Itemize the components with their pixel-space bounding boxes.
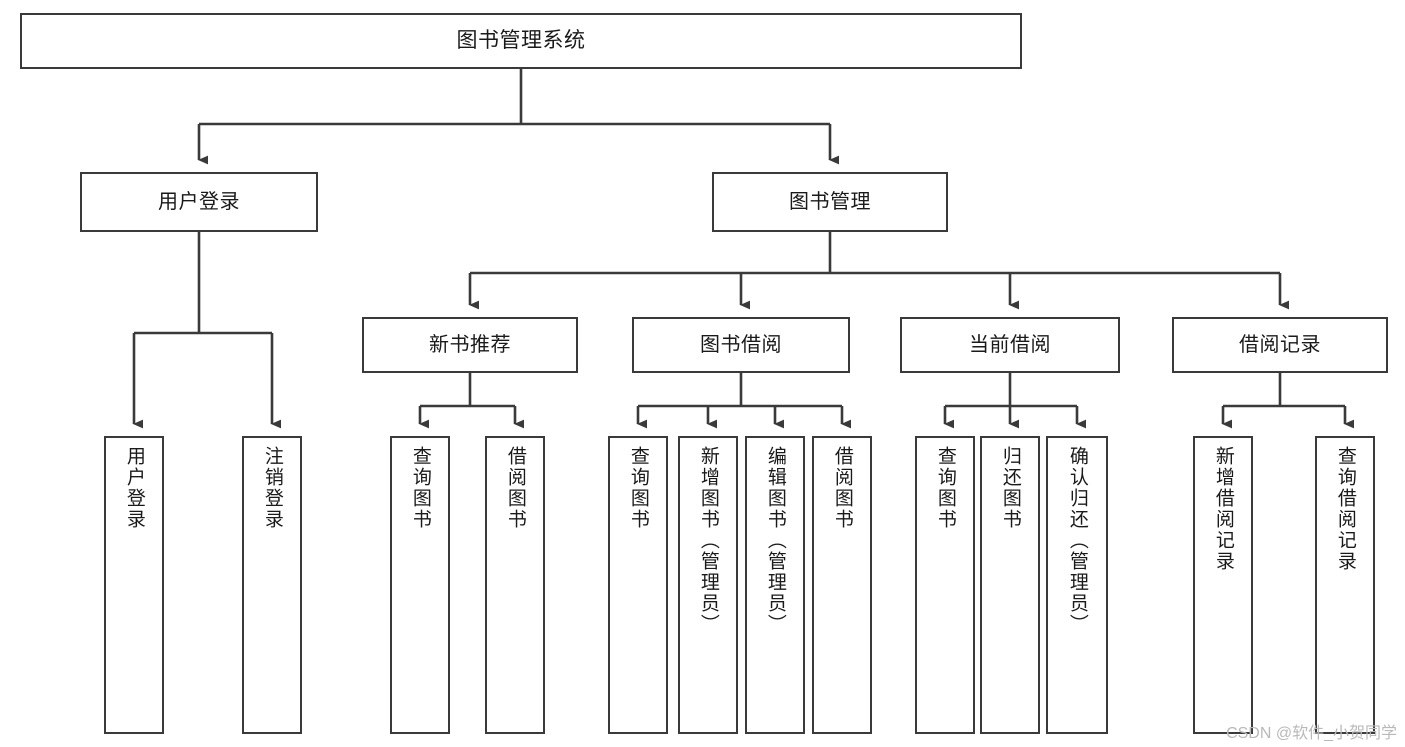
node-leaf-query-book-3-label: 查询图书 (934, 446, 956, 530)
node-root[interactable]: 图书管理系统 (20, 13, 1022, 69)
node-book-borrow[interactable]: 图书借阅 (632, 317, 850, 373)
node-leaf-confirm-return-label: 确认归还（管理员） (1066, 446, 1088, 635)
node-new-book-rec[interactable]: 新书推荐 (362, 317, 578, 373)
node-leaf-query-book-2-label: 查询图书 (627, 446, 649, 530)
node-leaf-confirm-return[interactable]: 确认归还（管理员） (1046, 436, 1108, 734)
node-book-borrow-label: 图书借阅 (700, 333, 782, 356)
node-leaf-logout-label: 注销登录 (261, 446, 283, 530)
node-leaf-add-record-label: 新增借阅记录 (1212, 446, 1234, 572)
node-leaf-query-book-2[interactable]: 查询图书 (608, 436, 668, 734)
node-leaf-query-book-1[interactable]: 查询图书 (390, 436, 450, 734)
watermark: CSDN @软件_小贺同学 (1226, 725, 1397, 742)
node-root-label: 图书管理系统 (456, 28, 586, 52)
node-leaf-add-book[interactable]: 新增图书（管理员） (678, 436, 738, 734)
node-leaf-query-book-1-label: 查询图书 (409, 446, 431, 530)
node-leaf-borrow-book-2-label: 借阅图书 (831, 446, 853, 530)
node-current-borrow-label: 当前借阅 (969, 333, 1051, 356)
node-borrow-record[interactable]: 借阅记录 (1172, 317, 1388, 373)
node-book-manage-label: 图书管理 (789, 190, 871, 213)
node-leaf-query-record[interactable]: 查询借阅记录 (1315, 436, 1375, 734)
node-leaf-edit-book[interactable]: 编辑图书（管理员） (745, 436, 805, 734)
node-leaf-borrow-book-1[interactable]: 借阅图书 (485, 436, 545, 734)
node-leaf-query-book-3[interactable]: 查询图书 (915, 436, 975, 734)
node-leaf-query-record-label: 查询借阅记录 (1334, 446, 1356, 572)
node-user-login-label: 用户登录 (158, 190, 240, 213)
node-current-borrow[interactable]: 当前借阅 (900, 317, 1120, 373)
node-user-login[interactable]: 用户登录 (80, 172, 318, 232)
node-new-book-rec-label: 新书推荐 (429, 333, 511, 356)
node-leaf-add-book-label: 新增图书（管理员） (697, 446, 719, 635)
node-borrow-record-label: 借阅记录 (1239, 333, 1321, 356)
node-leaf-user-login[interactable]: 用户登录 (104, 436, 164, 734)
node-leaf-edit-book-label: 编辑图书（管理员） (764, 446, 786, 635)
node-leaf-return-book[interactable]: 归还图书 (980, 436, 1040, 734)
node-book-manage[interactable]: 图书管理 (712, 172, 948, 232)
node-leaf-return-book-label: 归还图书 (999, 446, 1021, 530)
node-leaf-borrow-book-2[interactable]: 借阅图书 (812, 436, 872, 734)
node-leaf-borrow-book-1-label: 借阅图书 (504, 446, 526, 530)
node-leaf-add-record[interactable]: 新增借阅记录 (1193, 436, 1253, 734)
node-leaf-logout[interactable]: 注销登录 (242, 436, 302, 734)
node-leaf-user-login-label: 用户登录 (123, 446, 145, 530)
